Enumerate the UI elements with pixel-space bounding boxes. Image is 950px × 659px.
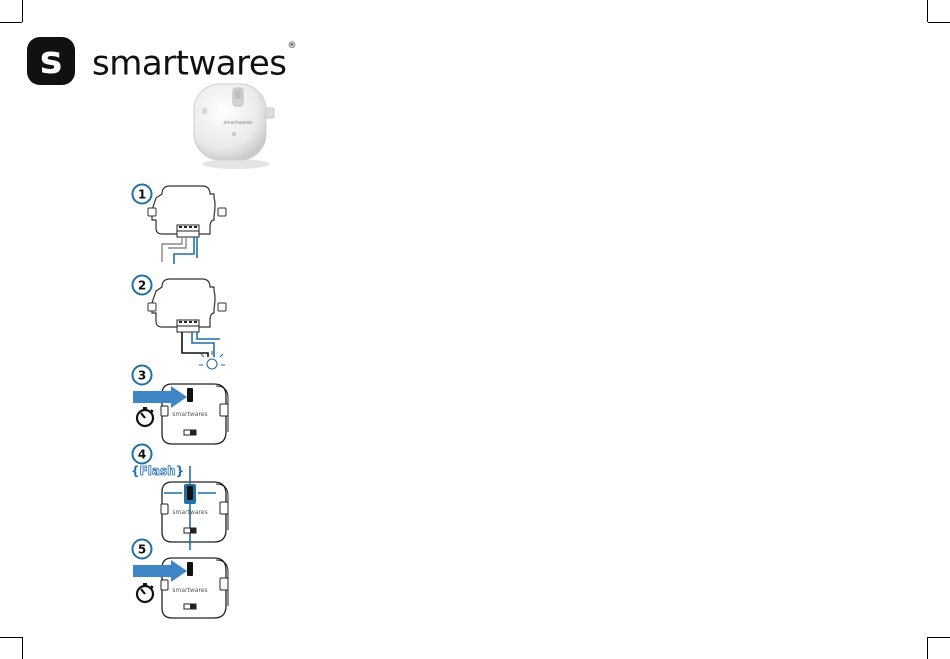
step-3-device-label: smartwares xyxy=(172,411,207,418)
svg-text:1: 1 xyxy=(138,188,146,202)
step-1-wiring-diagram xyxy=(148,184,233,266)
brand-logo-badge: s xyxy=(27,37,75,85)
step-4-device-diagram: smartwares xyxy=(160,466,230,556)
step-5-press-arrow xyxy=(133,560,189,582)
product-device-label: smartwares xyxy=(223,120,253,126)
step-3-timer-icon xyxy=(134,406,156,428)
step-3-press-arrow xyxy=(133,386,189,408)
svg-text:4: 4 xyxy=(138,448,146,462)
step-2-wiring-diagram xyxy=(148,277,233,372)
brand-logo-letter: s xyxy=(40,38,63,82)
svg-text:2: 2 xyxy=(138,279,146,293)
svg-text:3: 3 xyxy=(138,369,146,383)
brand-wordmark: smartwares® xyxy=(92,37,296,83)
step-3-number: 3 xyxy=(131,364,153,386)
product-photo: smartwares xyxy=(190,78,280,170)
step-5-timer-icon xyxy=(134,582,156,604)
step-4-device-label: smartwares xyxy=(172,509,207,516)
brand-trademark: ® xyxy=(287,41,296,51)
svg-text:5: 5 xyxy=(138,543,146,557)
step-5-device-label: smartwares xyxy=(172,587,207,594)
step-5-number: 5 xyxy=(131,538,153,560)
